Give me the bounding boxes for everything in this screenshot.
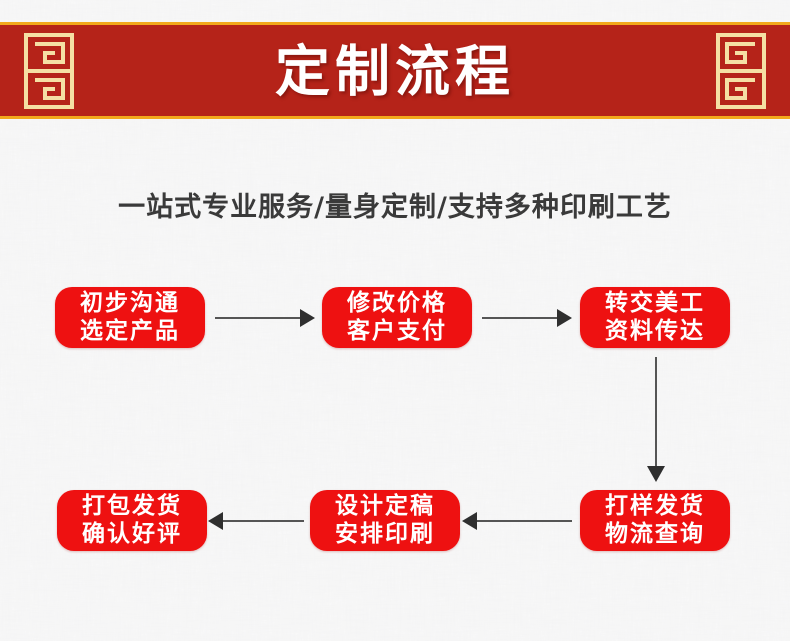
- flow-step-6-line2: 确认好评: [82, 521, 182, 547]
- flow-step-2-line1: 修改价格: [347, 290, 447, 317]
- flow-step-2: 修改价格 客户支付: [322, 287, 472, 348]
- chinese-meander-ornament-right-icon: [716, 32, 766, 109]
- flow-step-6-line1: 打包发货: [82, 493, 182, 520]
- connector-arrow-5-to-6: [208, 510, 304, 532]
- connector-arrow-1-to-2: [215, 307, 315, 329]
- flow-step-1-line1: 初步沟通: [80, 290, 180, 317]
- connector-arrow-2-to-3: [482, 307, 572, 329]
- subtitle-tagline: 一站式专业服务/量身定制/支持多种印刷工艺: [118, 192, 672, 223]
- flow-step-5: 设计定稿 安排印刷: [310, 490, 460, 551]
- flow-step-2-line2: 客户支付: [347, 318, 447, 344]
- page-title: 定制流程: [274, 38, 515, 103]
- flow-step-4-line1: 打样发货: [605, 493, 705, 520]
- connector-arrow-3-to-4: [645, 357, 667, 482]
- flow-step-1: 初步沟通 选定产品: [55, 287, 205, 348]
- flow-step-1-line2: 选定产品: [80, 318, 180, 344]
- flow-step-5-line1: 设计定稿: [335, 493, 435, 520]
- flow-step-4-line2: 物流查询: [605, 521, 705, 547]
- flow-step-3-line2: 资料传达: [605, 318, 705, 344]
- flow-step-3-line1: 转交美工: [605, 290, 705, 317]
- flow-step-6: 打包发货 确认好评: [57, 490, 207, 551]
- connector-arrow-4-to-5: [462, 510, 572, 532]
- flow-step-4: 打样发货 物流查询: [580, 490, 730, 551]
- flow-step-5-line2: 安排印刷: [335, 521, 435, 547]
- chinese-meander-ornament-left-icon: [24, 32, 74, 109]
- flow-step-3: 转交美工 资料传达: [580, 287, 730, 348]
- header-banner: 定制流程: [0, 22, 790, 119]
